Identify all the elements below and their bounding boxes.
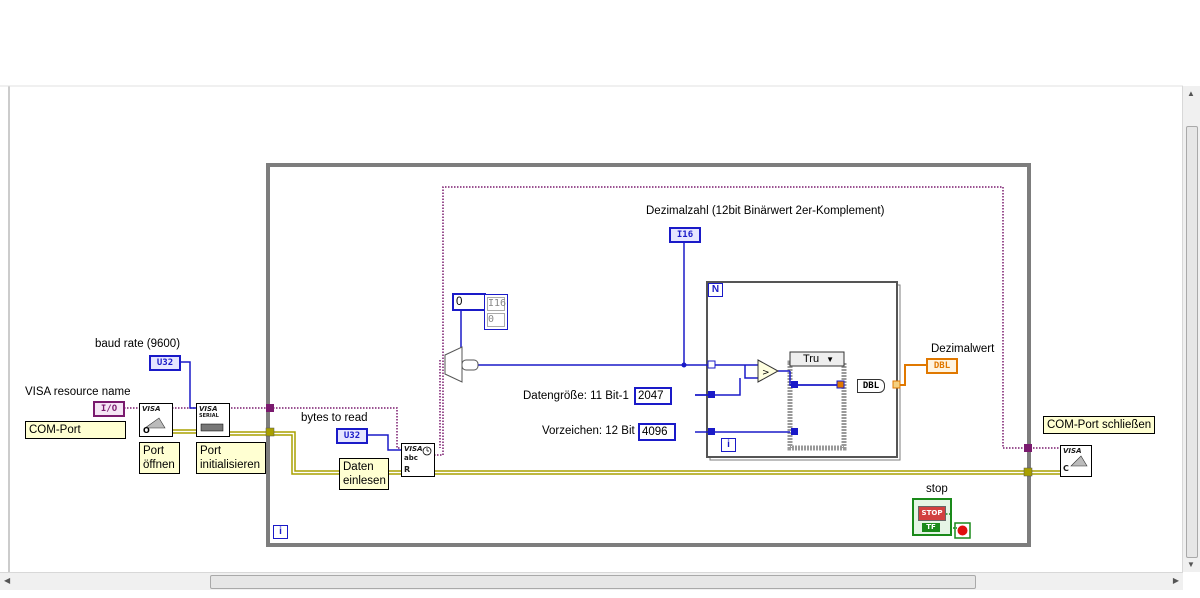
dezimalwert-terminal[interactable]: DBL	[926, 358, 958, 374]
for-loop-i-terminal: i	[721, 438, 736, 452]
visa-read-text: VISA	[404, 445, 423, 453]
bytes-to-read-label: bytes to read	[301, 412, 368, 424]
while-loop-frame[interactable]	[266, 163, 1031, 547]
index-value: 0	[456, 296, 463, 308]
init-array-constant[interactable]: I16 0	[484, 294, 508, 330]
dezimalzahl-terminal[interactable]: I16	[669, 227, 701, 243]
port-oeffnen-line2: öffnen	[143, 459, 175, 471]
visa-serial-sub: SERIAL	[199, 413, 219, 419]
horizontal-scrollbar[interactable]: ◀ ▶	[0, 572, 1183, 590]
convert-dbl-text: DBL	[862, 381, 880, 391]
port-init-line2: initialisieren	[200, 459, 261, 471]
vertical-scroll-thumb[interactable]	[1186, 126, 1198, 558]
visa-close-icon	[1070, 455, 1088, 467]
svg-text:O: O	[143, 426, 150, 434]
visa-resource-label: VISA resource name	[25, 386, 131, 398]
visa-open-text: VISA	[142, 405, 161, 413]
case-selector-value: Tru	[803, 353, 820, 365]
dezimalwert-dbl-text: DBL	[933, 361, 951, 371]
visa-close-text: VISA	[1063, 447, 1082, 455]
for-loop-n-terminal[interactable]: N	[708, 283, 723, 297]
datengroesse-value: 2047	[638, 390, 664, 402]
for-loop-n-text: N	[711, 284, 720, 295]
index-constant[interactable]: 0	[452, 293, 486, 311]
port-init-comment: Port initialisieren	[196, 442, 266, 474]
visa-resource-terminal[interactable]: I/O	[93, 401, 125, 417]
for-loop-frame[interactable]	[706, 281, 898, 458]
visa-open-icon: O	[143, 417, 166, 434]
baud-rate-terminal[interactable]: U32	[149, 355, 181, 371]
scroll-left-arrow-icon[interactable]: ◀	[4, 576, 11, 585]
init-value-text: 0	[487, 313, 505, 327]
baud-u32-text: U32	[156, 358, 174, 368]
vertical-scrollbar[interactable]: ▲ ▼	[1182, 86, 1200, 572]
stop-button-text: STOP	[921, 509, 943, 517]
datengroesse-constant[interactable]: 2047	[634, 387, 672, 405]
case-selector[interactable]: Tru ▼	[797, 353, 837, 365]
dezimalwert-label: Dezimalwert	[931, 343, 995, 355]
visa-close-node[interactable]: VISA C	[1060, 445, 1092, 477]
horizontal-scroll-thumb[interactable]	[210, 575, 976, 589]
init-type-text: I16	[487, 297, 507, 311]
visa-read-node[interactable]: VISA abc R	[401, 443, 435, 477]
daten-einlesen-comment: Daten einlesen	[339, 458, 389, 490]
daten-einlesen-line1: Daten	[343, 461, 374, 473]
scroll-up-arrow-icon[interactable]: ▲	[1187, 89, 1195, 98]
loop-condition-terminal[interactable]	[954, 522, 972, 540]
bytes-to-read-terminal[interactable]: U32	[336, 428, 368, 444]
visa-open-node[interactable]: VISA O	[139, 403, 173, 437]
com-port-comment: COM-Port	[25, 421, 126, 439]
stop-tf-text: TF	[922, 523, 940, 532]
stop-button-terminal[interactable]: STOP TF	[912, 498, 952, 536]
svg-text:>: >	[762, 368, 770, 378]
visa-read-sub: abc	[404, 454, 418, 462]
bytes-u32-text: U32	[343, 431, 361, 441]
serial-port-icon	[200, 423, 224, 432]
scroll-down-arrow-icon[interactable]: ▼	[1187, 560, 1195, 569]
visa-serial-node[interactable]: VISA SERIAL	[196, 403, 230, 437]
vorzeichen-label: Vorzeichen: 12 Bit	[542, 425, 635, 437]
baud-rate-label: baud rate (9600)	[95, 338, 181, 350]
visa-serial-text: VISA	[199, 405, 218, 413]
stop-button-face: STOP	[918, 506, 946, 521]
vorzeichen-value: 4096	[642, 426, 668, 438]
com-port-schliessen-comment: COM-Port schließen	[1043, 416, 1156, 434]
stop-label: stop	[926, 483, 948, 495]
greater-than-node[interactable]	[757, 359, 780, 383]
while-loop-i-text: i	[279, 526, 282, 537]
scroll-right-arrow-icon[interactable]: ▶	[1172, 576, 1179, 585]
dezimalzahl-label: Dezimalzahl (12bit Binärwert 2er-Komplem…	[646, 205, 885, 217]
clock-icon	[422, 446, 432, 456]
datengroesse-label: Datengröße: 11 Bit-1	[523, 390, 629, 402]
daten-einlesen-line2: einlesen	[343, 475, 386, 487]
while-loop-i-terminal: i	[273, 525, 288, 539]
visa-io-text: I/O	[100, 404, 118, 414]
for-loop-i-text: i	[727, 439, 730, 450]
to-dbl-node[interactable]: DBL	[857, 379, 885, 393]
index-array-node[interactable]	[444, 346, 463, 383]
dezimalzahl-i16-text: I16	[676, 230, 694, 240]
com-port-schliessen-text: COM-Port schließen	[1047, 419, 1152, 431]
com-port-text: COM-Port	[29, 424, 81, 436]
port-oeffnen-comment: Port öffnen	[139, 442, 180, 474]
port-init-line1: Port	[200, 445, 222, 457]
vorzeichen-constant[interactable]: 4096	[638, 423, 676, 441]
port-oeffnen-line1: Port	[143, 445, 165, 457]
visa-close-c: C	[1063, 464, 1069, 473]
stop-wire	[946, 513, 957, 529]
visa-read-r: R	[404, 465, 411, 474]
chevron-down-icon[interactable]: ▼	[826, 355, 835, 364]
